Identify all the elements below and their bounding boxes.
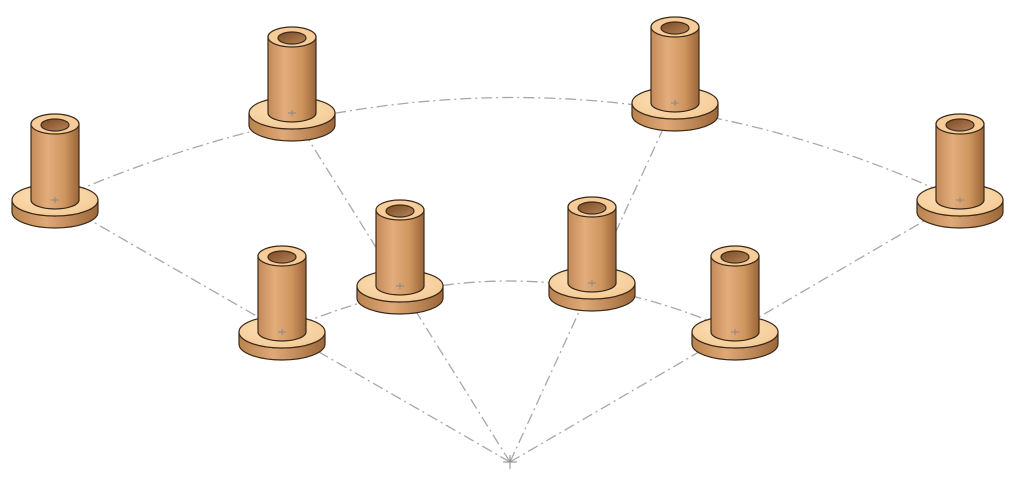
inner-arc <box>281 280 736 333</box>
flanged-bushing-icon[interactable] <box>11 113 99 229</box>
flanged-bushing-icon[interactable] <box>916 113 1004 229</box>
flanged-bushing-icon[interactable] <box>238 245 326 361</box>
construction-geometry <box>54 96 961 469</box>
flanged-bushing-icon[interactable] <box>548 196 636 312</box>
flanged-bushing-icon[interactable] <box>691 245 779 361</box>
outer-arc <box>54 96 961 201</box>
pattern-center-icon <box>503 455 517 469</box>
flanged-bushing-icon[interactable] <box>248 26 336 142</box>
bushing-instances <box>11 16 1004 361</box>
flanged-bushing-icon[interactable] <box>631 16 719 132</box>
flanged-bushing-icon[interactable] <box>356 199 444 315</box>
